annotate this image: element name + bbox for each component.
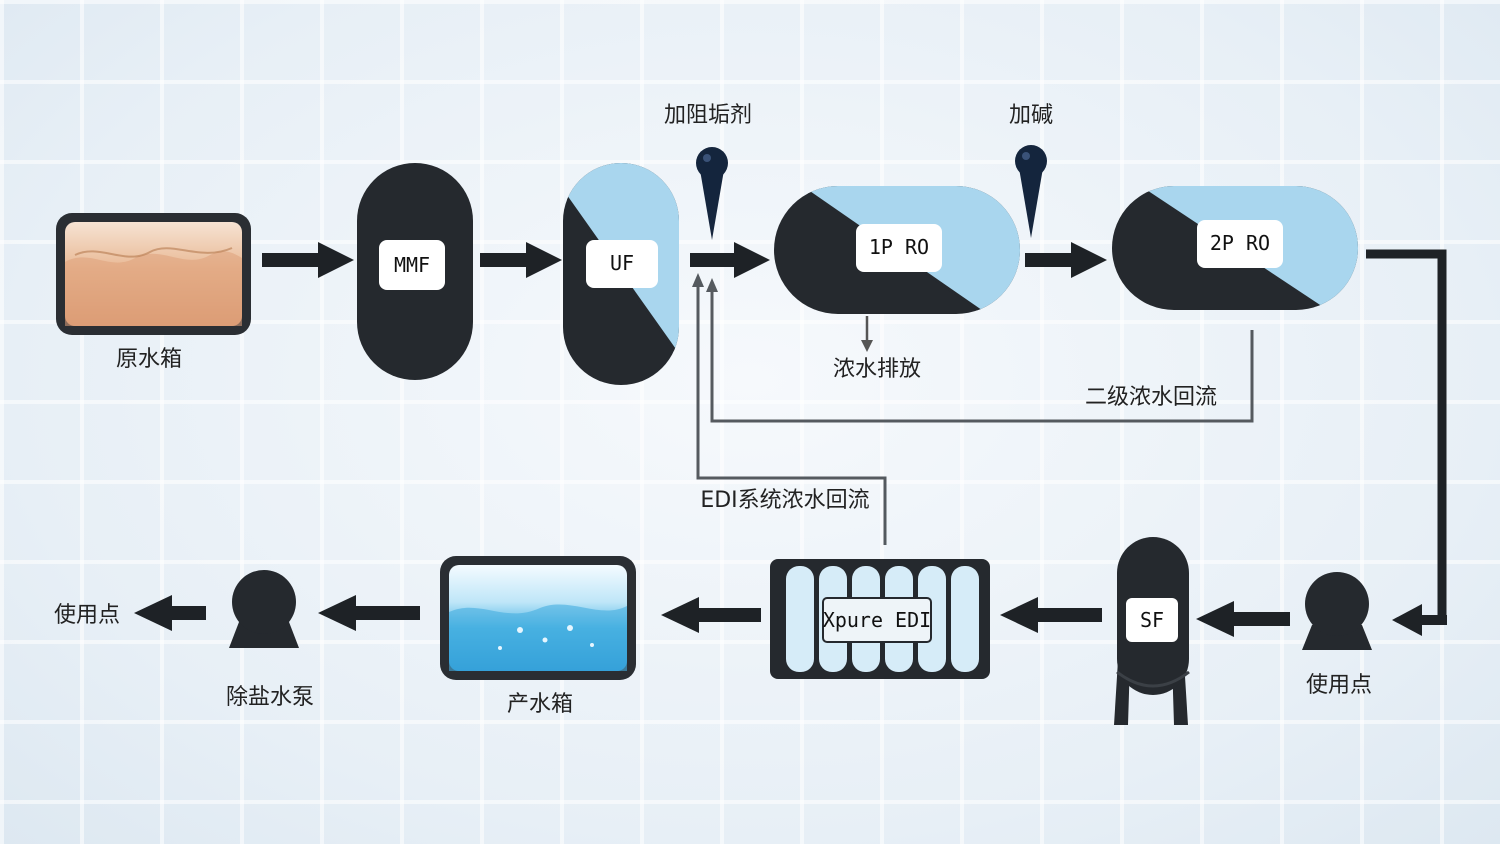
flow-arrow-mmf-to-uf [480,242,562,278]
flow-arrow-sf-to-edi [1000,597,1102,633]
demin-water-pump [229,570,299,648]
alkali-dosing-drop [1015,145,1047,238]
flow-arrow-pump-to-sf [1196,601,1290,637]
sf-label: SF [1140,608,1164,632]
flow-arrow-raw-to-mmf [262,242,354,278]
product-water-tank-label: 产水箱 [507,692,573,717]
alkali-label: 加碱 [1009,103,1053,128]
flow-arrow-tank-to-pump [318,595,420,631]
flow-arrow-edi-to-product-tank [661,597,761,633]
product-water-tank [440,556,636,680]
flow-arrow-ro1-to-ro2 [1025,242,1107,278]
uf-label-box [586,240,658,288]
sf-label-box [1126,598,1178,642]
edi-label-box [822,597,932,643]
ro2-label-box [1197,220,1283,268]
edi-concentrate-return-line [692,273,887,545]
edi-label: Xpure EDI [823,608,931,632]
raw-water-tank [56,213,251,335]
flow-arrow-uf-to-ro1 [690,242,770,278]
demin-water-pump-label: 除盐水泵 [226,685,314,710]
edi-concentrate-return-label: EDI系统浓水回流 [700,488,869,513]
concentrate-discharge-arrow [861,316,873,352]
ro1-label-box [856,224,942,272]
mmf-label-box [379,240,445,290]
secondary-concentrate-return-line [706,278,1254,423]
antiscalant-label: 加阻垢剂 [664,103,752,128]
flow-arrow-pump-to-use-point [134,595,206,631]
mmf-label: MMF [394,253,430,277]
concentrate-discharge-label: 浓水排放 [833,357,921,382]
use-point-pump-right [1302,572,1372,650]
use-point-right-label: 使用点 [1306,673,1372,698]
ro2-label: 2P RO [1210,231,1270,255]
secondary-concentrate-return-label: 二级浓水回流 [1085,385,1217,410]
uf-label: UF [610,251,634,275]
raw-water-tank-label: 原水箱 [116,347,182,372]
antiscalant-dosing-drop [696,147,728,240]
flow-line-ro2-to-use-point [1366,249,1447,636]
ro1-label: 1P RO [869,235,929,259]
use-point-left-label: 使用点 [54,603,120,628]
